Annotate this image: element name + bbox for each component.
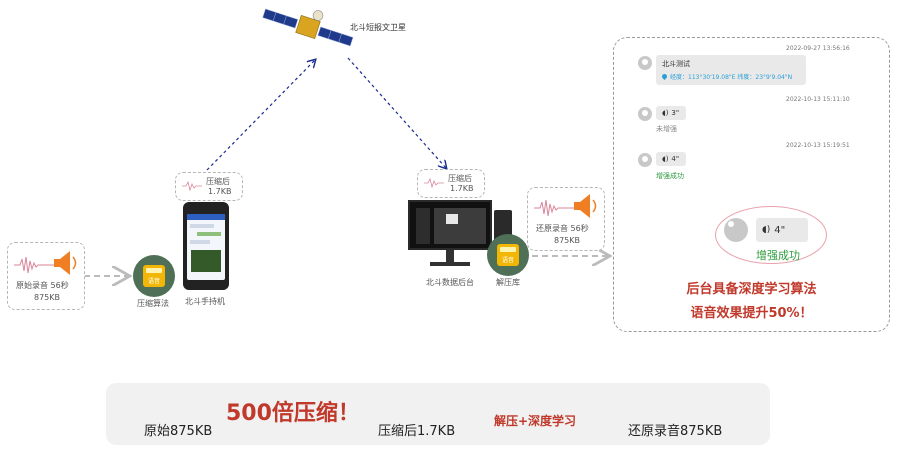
satellite xyxy=(258,4,358,50)
msg3-status: 增强成功 xyxy=(656,172,684,180)
restored-line1: 还原录音 56秒 xyxy=(536,224,589,233)
msg1-bubble[interactable]: 北斗测试 经度：113°30'19.08"E 纬度：23°9'9.04"N xyxy=(656,55,806,85)
satellite-label: 北斗短报文卫星 xyxy=(350,23,406,32)
backend-label: 北斗数据后台 xyxy=(426,278,474,287)
decompress-library-label: 解压库 xyxy=(496,278,520,287)
compressed-left-line2: 1.7KB xyxy=(208,187,232,196)
chat-panel: 2022-09-27 13:56:16 北斗测试 经度：113°30'19.08… xyxy=(613,37,890,332)
restored-recording-box: 还原录音 56秒 875KB xyxy=(527,187,605,251)
waveform-icon xyxy=(14,256,54,274)
original-line1: 原始录音 56秒 xyxy=(16,281,69,290)
zoom-duration: 4" xyxy=(774,224,786,236)
voice-wave-icon: ◖) xyxy=(662,109,669,117)
backend-computer xyxy=(408,200,512,274)
handheld-photo xyxy=(191,250,221,272)
speaker-icon xyxy=(574,194,597,218)
msg1-timestamp: 2022-09-27 13:56:16 xyxy=(786,45,850,52)
avatar xyxy=(638,56,652,70)
compressed-left-line1: 压缩后 xyxy=(206,177,230,186)
zoom-callout xyxy=(715,206,827,264)
compress-algorithm-icon: 语音 xyxy=(133,255,175,297)
msg2-voice-bubble[interactable]: ◖) 3" xyxy=(656,106,686,120)
msg3-duration: 4" xyxy=(671,155,680,163)
voice-wave-icon: ◖) xyxy=(762,225,771,235)
compressed-right-line2: 1.7KB xyxy=(450,184,474,193)
msg3-voice-bubble[interactable]: ◖) 4" xyxy=(656,152,686,166)
satellite-icon xyxy=(262,8,354,47)
uplink-arrow xyxy=(206,60,315,171)
speaker-icon xyxy=(54,251,77,275)
original-line2: 875KB xyxy=(34,293,61,302)
restored-line2: 875KB xyxy=(554,236,581,245)
voice-chip-icon: 语音 xyxy=(497,244,519,266)
msg1-title: 北斗测试 xyxy=(662,60,690,68)
decompress-library-icon: 语音 xyxy=(487,234,529,276)
msg3-timestamp: 2022-10-13 15:19:51 xyxy=(786,142,850,149)
backend-note-line2: 语音效果提升50%！ xyxy=(690,306,813,321)
handheld-screen xyxy=(187,214,225,280)
waveform-small-icon xyxy=(424,178,444,188)
compressed-box-right: 压缩后 1.7KB xyxy=(417,169,485,198)
summary-original: 原始875KB xyxy=(144,424,213,439)
summary-decompress: 解压+深度学习 xyxy=(494,414,577,428)
avatar xyxy=(638,153,652,167)
handheld-label: 北斗手持机 xyxy=(185,297,225,306)
compress-algorithm-label: 压缩算法 xyxy=(137,299,169,308)
monitor-icon xyxy=(408,200,492,250)
handheld-device xyxy=(183,202,229,290)
summary-compressed: 压缩后1.7KB xyxy=(378,424,456,439)
zoom-status: 增强成功 xyxy=(756,249,800,262)
compressed-right-line1: 压缩后 xyxy=(448,174,472,183)
waveform-small-icon xyxy=(182,181,202,191)
msg1-location: 经度：113°30'19.08"E 纬度：23°9'9.04"N xyxy=(670,74,793,81)
compressed-box-left: 压缩后 1.7KB xyxy=(175,172,243,201)
avatar xyxy=(638,107,652,121)
waveform-icon xyxy=(534,199,574,217)
zoom-voice-bubble[interactable]: ◖) 4" xyxy=(756,218,808,242)
voice-chip-icon: 语音 xyxy=(143,265,165,287)
msg2-timestamp: 2022-10-13 15:11:10 xyxy=(786,96,850,103)
msg2-status: 未增强 xyxy=(656,125,677,133)
location-pin-icon xyxy=(660,72,669,81)
voice-wave-icon: ◖) xyxy=(662,155,669,163)
msg2-duration: 3" xyxy=(671,109,680,117)
summary-restored: 还原录音875KB xyxy=(628,424,723,439)
original-recording-box: 原始录音 56秒 875KB xyxy=(7,242,85,310)
downlink-arrow xyxy=(347,57,446,168)
backend-note-line1: 后台具备深度学习算法 xyxy=(686,282,817,297)
avatar-large xyxy=(724,218,748,242)
summary-ratio: 500倍压缩！ xyxy=(226,401,360,426)
summary-bar: 原始875KB 500倍压缩！ 压缩后1.7KB 解压+深度学习 还原录音875… xyxy=(106,383,770,445)
